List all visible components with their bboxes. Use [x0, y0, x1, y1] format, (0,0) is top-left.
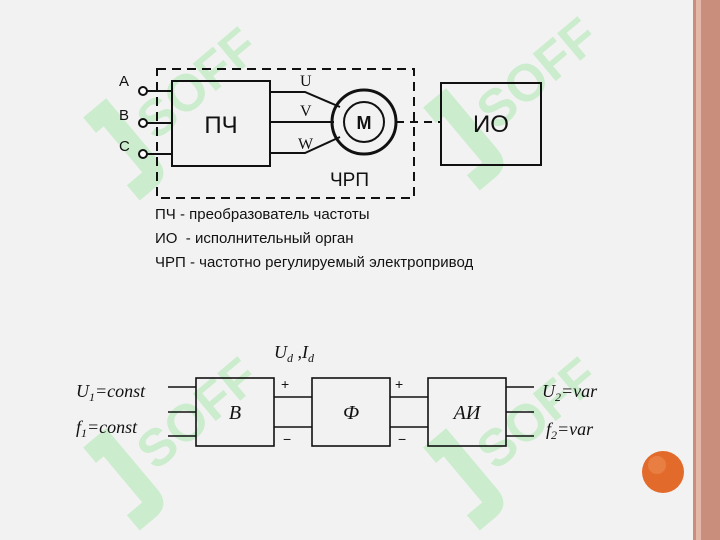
- motor-line-w: [270, 136, 341, 154]
- output-frequency-sub: 2: [551, 428, 557, 442]
- input-frequency-sub: 1: [81, 426, 87, 440]
- input-voltage-base: U: [76, 381, 90, 401]
- rectifier-label: В: [229, 402, 241, 424]
- input-voltage-rest: =const: [95, 381, 146, 401]
- legend-abbr-3: ЧРП: [155, 254, 186, 271]
- converter-label: ПЧ: [204, 112, 237, 139]
- orange-circle-highlight: [648, 456, 666, 474]
- dc-link-i: I: [301, 342, 309, 362]
- dc-link-i-sub: d: [308, 351, 315, 365]
- input-voltage-label: U1=const: [76, 381, 146, 404]
- terminal-b: [138, 118, 148, 128]
- minus-sign-1: −: [283, 431, 291, 447]
- dc-link-sep: ,: [293, 342, 302, 362]
- legend-abbr-2: ИО: [155, 230, 177, 247]
- slide-frame-right-inner: [696, 0, 701, 540]
- executive-block: [440, 82, 542, 166]
- terminal-c: [138, 149, 148, 159]
- label-motor-v: V: [300, 103, 312, 120]
- drive-boundary: [156, 68, 415, 199]
- output-frequency-label: f2=var: [546, 419, 594, 442]
- legend-row-2: ИО - исполнительный орган: [155, 230, 354, 247]
- input-frequency-label: f1=const: [76, 417, 138, 440]
- legend-text-2: - исполнительный орган: [177, 230, 353, 247]
- rectifier-block: [195, 377, 275, 447]
- legend-text-3: - частотно регулируемый электропривод: [186, 254, 474, 271]
- terminal-a: [138, 86, 148, 96]
- legend: ПЧ - преобразователь частоты ИО - исполн…: [155, 206, 473, 271]
- drive-label: ЧРП: [330, 170, 369, 191]
- inverter-label: АИ: [452, 402, 482, 424]
- label-phase-a: A: [119, 73, 129, 90]
- output-voltage-rest: =var: [561, 381, 598, 401]
- dc-link-u-sub: d: [287, 351, 294, 365]
- motor-label: М: [357, 113, 372, 133]
- legend-abbr-1: ПЧ: [155, 206, 176, 223]
- label-motor-u: U: [300, 73, 312, 90]
- plus-sign-2: +: [395, 376, 403, 392]
- output-voltage-label: U2=var: [542, 381, 598, 404]
- orange-circle-decoration: [642, 451, 684, 493]
- input-voltage-sub: 1: [89, 390, 95, 404]
- label-motor-w: W: [298, 136, 314, 153]
- input-frequency-base: f: [76, 417, 84, 437]
- legend-row-3: ЧРП - частотно регулируемый электроприво…: [155, 254, 473, 271]
- output-voltage-sub: 2: [555, 390, 561, 404]
- output-frequency-rest: =var: [557, 419, 594, 439]
- input-frequency-rest: =const: [87, 417, 138, 437]
- executive-label: ИО: [473, 111, 509, 138]
- minus-sign-2: −: [398, 431, 406, 447]
- legend-row-1: ПЧ - преобразователь частоты: [155, 206, 370, 223]
- label-phase-b: B: [119, 107, 129, 124]
- bottom-diagram: [168, 377, 534, 447]
- motor-line-u: [270, 91, 341, 108]
- top-diagram: [138, 68, 542, 199]
- converter-block: [171, 80, 271, 167]
- plus-sign-1: +: [281, 376, 289, 392]
- dc-link-u: U: [274, 342, 288, 362]
- dc-link-label: Ud ,Id: [274, 342, 315, 365]
- label-phase-c: C: [119, 138, 130, 155]
- legend-text-1: - преобразователь частоты: [176, 206, 370, 223]
- output-voltage-base: U: [542, 381, 556, 401]
- motor-inner: [343, 101, 385, 143]
- filter-block: [311, 377, 391, 447]
- output-frequency-base: f: [546, 419, 554, 439]
- filter-label: Ф: [343, 402, 359, 424]
